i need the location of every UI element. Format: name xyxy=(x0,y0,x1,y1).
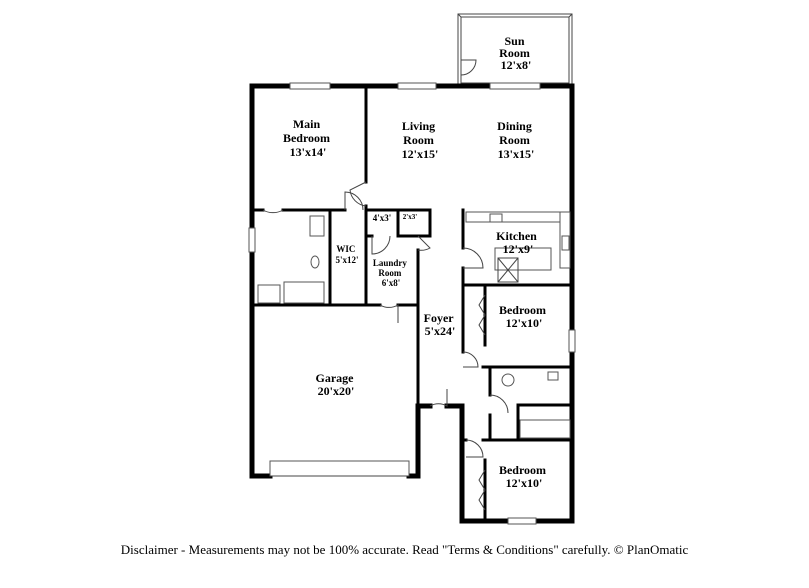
kitchen-label: Kitchen 12'x9' xyxy=(496,229,540,256)
windows xyxy=(248,82,576,525)
doors xyxy=(262,181,509,511)
sun-room-label: Sun Room 12'x8' xyxy=(499,34,533,72)
living-room-label: Living Room 12'x15' xyxy=(402,119,439,161)
foyer-label: Foyer 5'x24' xyxy=(424,311,457,338)
fixtures xyxy=(257,211,571,439)
bedroom-1-label: Bedroom 12'x10' xyxy=(499,303,549,330)
room-labels: Sun Room 12'x8' Main Bedroom 13'x14' Liv… xyxy=(283,34,549,490)
wic-label: WIC 5'x12' xyxy=(335,244,358,265)
closet-2x3-label: 2'x3' xyxy=(403,213,417,221)
main-bedroom-label: Main Bedroom 13'x14' xyxy=(283,117,333,159)
disclaimer-text: Disclaimer - Measurements may not be 100… xyxy=(120,542,689,557)
garage-label: Garage 20'x20' xyxy=(316,371,357,398)
interior-walls xyxy=(250,84,574,523)
closet-4x3-label: 4'x3' xyxy=(373,213,392,223)
dining-room-label: Dining Room 13'x15' xyxy=(497,119,535,161)
laundry-room-label: Laundry Room 6'x8' xyxy=(373,258,409,288)
bedroom-2-label: Bedroom 12'x10' xyxy=(499,463,549,490)
